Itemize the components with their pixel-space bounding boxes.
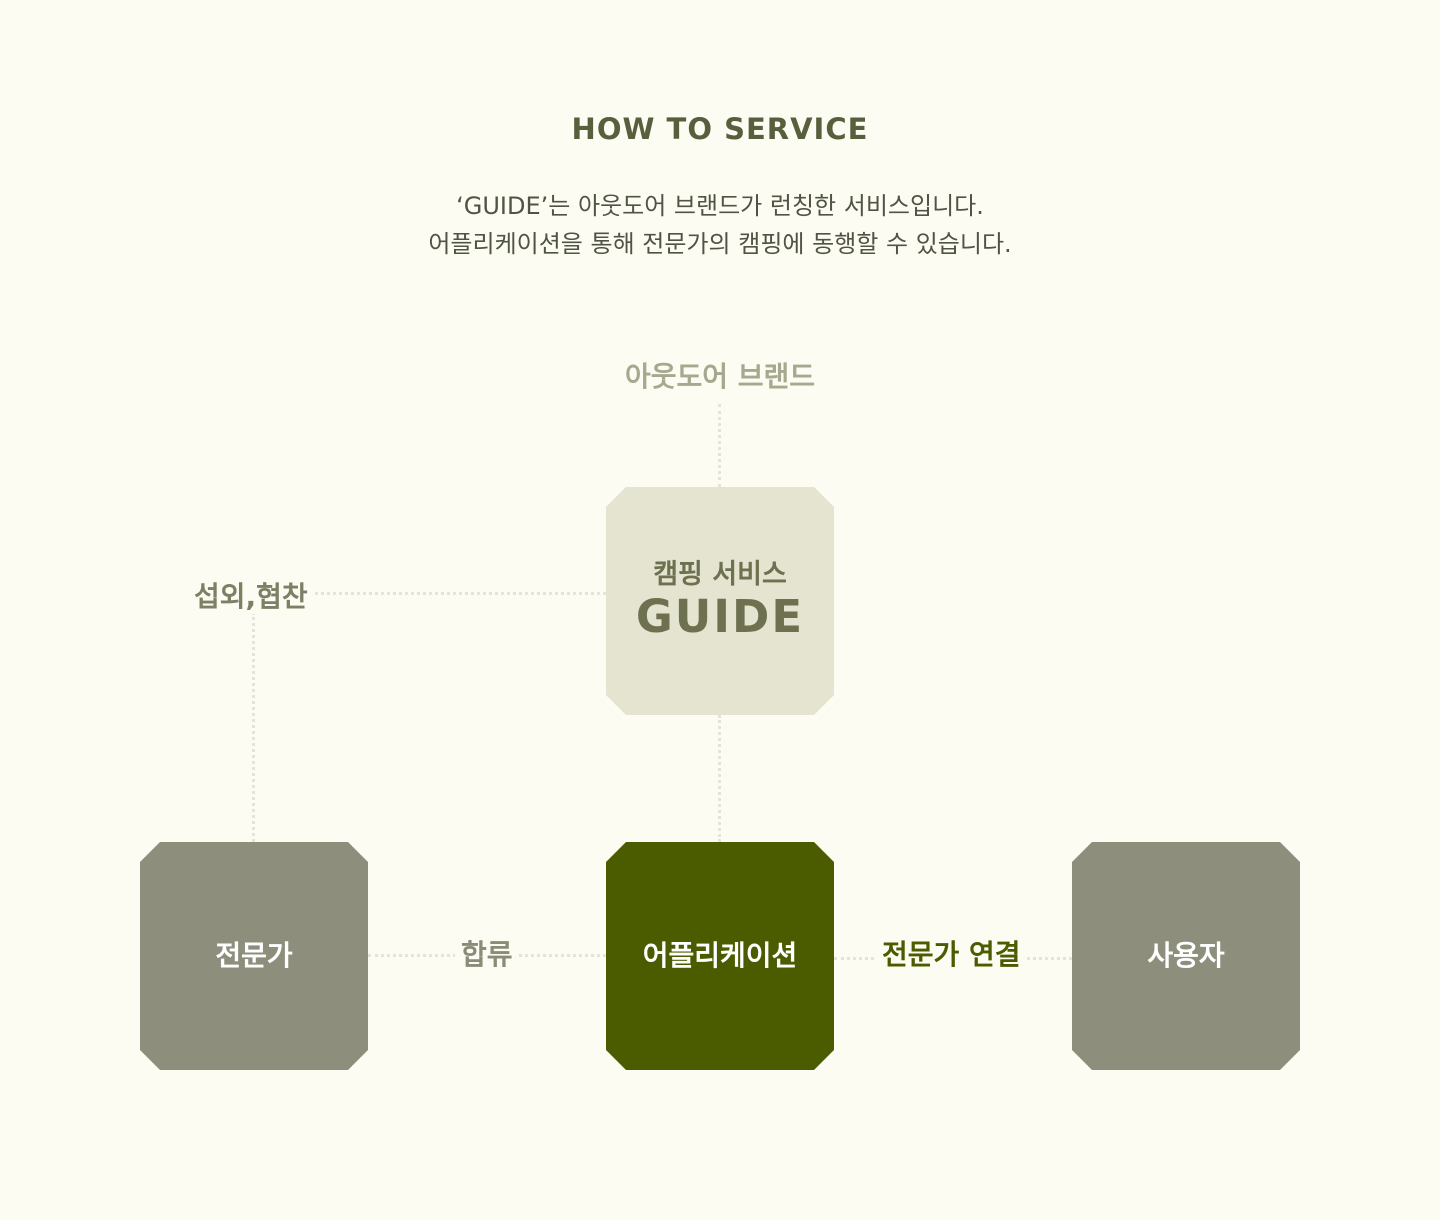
expert-node-label: 전문가 bbox=[215, 939, 293, 972]
section-title: HOW TO SERVICE bbox=[571, 112, 869, 146]
connector-guide-coop bbox=[254, 592, 606, 595]
description-line-1: ‘GUIDE’는 아웃도어 브랜드가 런칭한 서비스입니다. bbox=[456, 192, 984, 220]
connector-guide-app bbox=[718, 715, 721, 842]
application-node: 어플리케이션 bbox=[606, 842, 834, 1070]
description-line-2: 어플리케이션을 통해 전문가의 캠핑에 동행할 수 있습니다. bbox=[428, 230, 1012, 258]
guide-node-subtitle: 캠핑 서비스 bbox=[653, 559, 787, 590]
sponsorship-label: 섭외,협찬 bbox=[188, 580, 314, 614]
user-node-label: 사용자 bbox=[1147, 939, 1225, 972]
outdoor-brand-label: 아웃도어 브랜드 bbox=[612, 360, 828, 394]
application-node-label: 어플리케이션 bbox=[642, 939, 798, 972]
guide-service-node: 캠핑 서비스 GUIDE bbox=[606, 487, 834, 715]
join-label: 합류 bbox=[455, 938, 519, 972]
expert-connection-label: 전문가 연결 bbox=[876, 938, 1027, 972]
connector-coop-expert bbox=[252, 612, 255, 842]
expert-node: 전문가 bbox=[140, 842, 368, 1070]
connector-brand-guide bbox=[718, 404, 721, 487]
guide-node-title: GUIDE bbox=[635, 590, 805, 643]
user-node: 사용자 bbox=[1072, 842, 1300, 1070]
